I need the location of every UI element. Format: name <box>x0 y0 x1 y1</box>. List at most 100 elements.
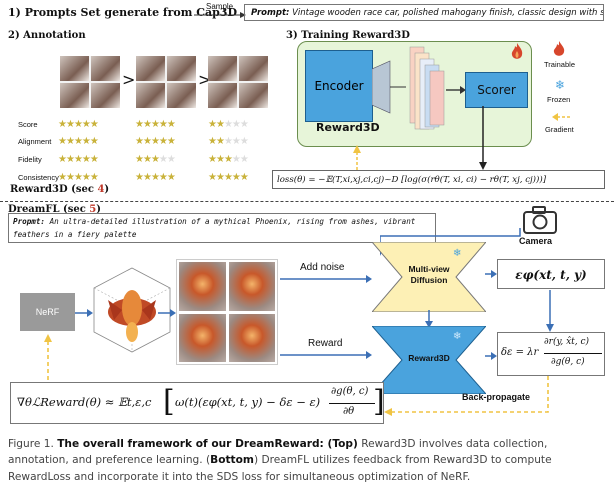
scorer-to-loss-arrow <box>479 106 487 170</box>
render-view <box>136 56 165 81</box>
frozen-snowflake-icon: ❄ <box>453 331 462 342</box>
scorer-block: Scorer <box>465 72 528 108</box>
rating-row-label: Consistency <box>18 173 59 182</box>
reward-to-delta-arrow <box>485 352 497 360</box>
star-rating: ★★★★★ <box>208 136 249 147</box>
backpropagate-label: Back-propagate <box>462 392 531 402</box>
star-rating: ★★★★★ <box>208 119 249 130</box>
fraction-bar <box>329 403 375 404</box>
eps-to-delta-arrow <box>546 290 554 332</box>
phoenix-cube <box>93 267 171 353</box>
render-view <box>228 262 275 311</box>
reward3d-inference-block <box>372 326 486 394</box>
reward-label: Reward <box>308 338 343 349</box>
multiview-diffusion-label: Multi-view Diffusion <box>394 264 464 286</box>
render-view <box>179 313 226 362</box>
render-view <box>239 56 268 81</box>
backpropagate-path <box>44 334 549 416</box>
gradient-equation-left: ∇θℒReward(θ) ≈ 𝔼t,ε,c <box>17 395 152 409</box>
prompt-label: Propmt: <box>13 217 46 226</box>
sec-close: ) <box>96 204 101 215</box>
caption-bold: The overall framework of our DreamReward… <box>57 438 358 450</box>
nerf-to-cube-arrow <box>75 309 93 317</box>
delta-equation-denominator: ∂g(θ, c) <box>551 357 585 367</box>
gradient-numerator: ∂g(θ, c) <box>331 386 369 397</box>
star-rating: ★★★★★ <box>208 154 249 165</box>
reward3d-section-label: Reward3D (sec 4) <box>10 184 109 195</box>
caption-fig-label: Figure 1. <box>8 438 54 450</box>
frozen-snowflake-icon: ❄ <box>453 248 462 259</box>
gradient-denominator: ∂θ <box>343 406 355 417</box>
phoenix-multiview-renders <box>176 259 278 365</box>
reward3d-inference-label: Reward3D <box>408 353 450 363</box>
section-divider <box>0 201 614 202</box>
sample-arrow <box>194 12 246 18</box>
step3-title: 3) Training Reward3D <box>286 30 410 41</box>
prompt-text: An ultra-detailed illustration of a myth… <box>13 217 416 239</box>
fraction-bar <box>544 353 602 354</box>
render-set-3 <box>208 56 268 108</box>
multiview-line2: Diffusion <box>410 275 448 285</box>
trainable-fire-icon <box>553 41 565 56</box>
loss-gradient-arrow <box>353 145 361 170</box>
sec-close: ) <box>104 184 110 195</box>
legend-trainable: Trainable <box>544 60 575 69</box>
camera-label: Camera <box>519 236 553 246</box>
add-noise-arrow <box>280 275 372 283</box>
fire-icon <box>511 43 523 59</box>
reward-arrow <box>280 351 372 359</box>
render-view <box>167 83 196 108</box>
dreamfl-section-name: DreamFL <box>8 204 60 215</box>
render-view <box>228 313 275 362</box>
render-view <box>167 56 196 81</box>
encoder-block: Encoder <box>305 50 373 122</box>
prompt-text: Vintage wooden race car, polished mahoga… <box>292 8 603 18</box>
sec-num: 5 <box>89 204 97 215</box>
bracket-close: ] <box>373 384 385 419</box>
diffusion-to-eps-arrow <box>485 270 497 278</box>
add-noise-label: Add noise <box>300 262 345 273</box>
feature-stack <box>372 46 466 130</box>
caption-bottom-word: Bottom <box>210 454 254 467</box>
render-view <box>91 83 120 108</box>
render-view <box>60 83 89 108</box>
sec-num: 4 <box>97 184 105 195</box>
star-rating: ★★★★★ <box>135 154 176 165</box>
reward3d-block-label: Reward3D <box>316 121 380 134</box>
cube-to-grid-arrow <box>158 309 176 317</box>
caption-text-1: Reward3D involves data collection, annot… <box>8 438 548 467</box>
multiview-line1: Multi-view <box>408 264 450 274</box>
legend-frozen: Frozen <box>547 95 571 104</box>
frozen-snowflake-icon: ❄ <box>555 78 566 92</box>
sample-label: Sample <box>206 2 234 11</box>
diffusion-to-reward-arrow <box>425 310 433 328</box>
star-rating: ★★★★★ <box>135 119 176 130</box>
loss-equation: loss(θ) = −𝔼(T,xi,xj,ci,cj)~D [log(σ(rθ(… <box>272 170 605 189</box>
figure-caption: Figure 1. The overall framework of our D… <box>8 436 606 485</box>
render-view <box>239 83 268 108</box>
delta-equation-numerator: ∂r(y, x̂t, c) <box>544 337 590 347</box>
cap3d-prompt-box: Prompt: Vintage wooden race car, polishe… <box>244 4 604 21</box>
gradient-equation-box: ∇θℒReward(θ) ≈ 𝔼t,ε,c [ ω(t)(εφ(xt, t, y… <box>10 382 385 424</box>
gradient-arrow-icon <box>552 113 570 121</box>
step1-title: 1) Prompts Set generate from Cap3D <box>8 6 237 19</box>
phoenix-prompt-box: Propmt: An ultra-detailed illustration o… <box>8 213 436 243</box>
star-rating: ★★★★★ <box>58 119 99 130</box>
render-view <box>91 56 120 81</box>
star-rating: ★★★★★ <box>58 154 99 165</box>
render-set-1 <box>60 56 120 108</box>
delta-equation-box: δε = λr ∂r(y, x̂t, c) ∂g(θ, c) <box>497 332 605 376</box>
star-rating: ★★★★★ <box>58 172 99 183</box>
render-view <box>208 83 237 108</box>
rating-row-label: Alignment <box>18 137 52 146</box>
star-rating: ★★★★★ <box>135 136 176 147</box>
reward3d-section-name: Reward3D <box>10 184 68 195</box>
render-view <box>60 56 89 81</box>
render-view <box>136 83 165 108</box>
star-rating: ★★★★★ <box>208 172 249 183</box>
rating-row-label: Fidelity <box>18 155 42 164</box>
gradient-equation-mid: ω(t)(εφ(xt, t, y) − δε − ε) <box>175 395 321 409</box>
render-view <box>179 262 226 311</box>
camera-icon <box>523 206 557 234</box>
legend-gradient: Gradient <box>545 125 574 134</box>
